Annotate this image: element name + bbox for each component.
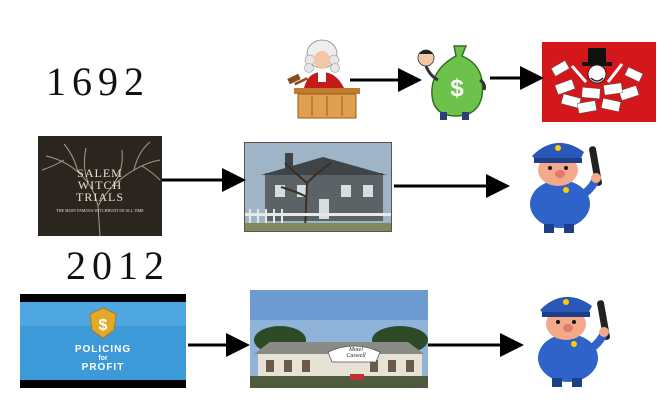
- svg-text:$: $: [450, 75, 464, 102]
- police-officer-cartoon-bottom: [516, 286, 626, 388]
- for-line: for: [98, 355, 108, 362]
- year-1692-label: 1692: [46, 59, 150, 104]
- book-subtitle: THE MOST FAMOUS WITCHHUNT OF ALL TIME: [56, 208, 144, 213]
- year-2012-label: 2012: [66, 243, 170, 288]
- profit-line: PROFIT: [81, 362, 125, 373]
- monopoly-man-image: [542, 42, 656, 122]
- judge-illustration: [286, 36, 362, 120]
- svg-text:$: $: [99, 317, 108, 334]
- policing-line: POLICING: [74, 344, 132, 355]
- motel-caswell-photo: Motel Caswell: [250, 290, 428, 388]
- motel-sign-line1: Motel: [349, 347, 363, 353]
- police-officer-cartoon-top: [508, 132, 618, 234]
- old-house-photo: [244, 142, 392, 232]
- book-title-line3: TRIALS: [76, 190, 124, 204]
- book-title-line2: WITCH: [77, 178, 123, 192]
- money-bag-illustration: $: [410, 40, 492, 122]
- policing-for-profit-image: $ POLICING for PROFIT: [20, 294, 186, 388]
- motel-sign-line2: Caswell: [346, 353, 366, 359]
- book-title-line1: SALEM: [77, 166, 123, 180]
- salem-witch-trials-book-cover: SALEM WITCH TRIALS THE MOST FAMOUS WITCH…: [38, 136, 162, 236]
